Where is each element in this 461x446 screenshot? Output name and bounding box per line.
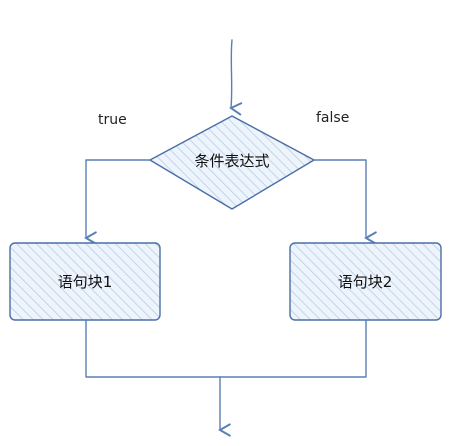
statement-block-1 bbox=[9, 242, 161, 321]
false-label: false bbox=[316, 110, 349, 126]
entry-arrow bbox=[229, 39, 243, 116]
true-branch-edge bbox=[84, 159, 151, 245]
condition-label: 条件表达式 bbox=[194, 152, 269, 170]
statement-block-2-label: 语句块2 bbox=[338, 273, 393, 291]
merge-edge-right bbox=[219, 319, 367, 378]
condition-diamond bbox=[149, 115, 315, 210]
true-label: true bbox=[98, 112, 127, 128]
merge-edge-left bbox=[85, 319, 221, 378]
statement-block-1-label: 语句块1 bbox=[58, 273, 113, 291]
false-branch-edge bbox=[313, 159, 377, 245]
